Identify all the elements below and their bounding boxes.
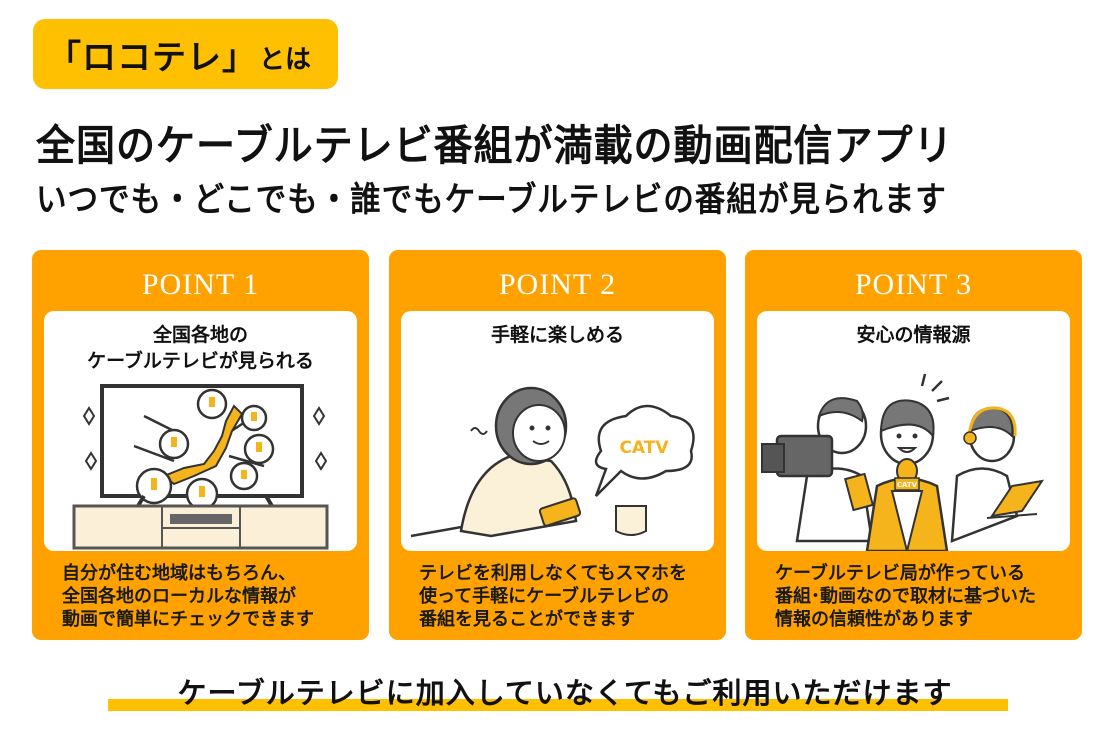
point-card-1: POINT 1 全国各地の ケーブルテレビが見られる — [32, 250, 369, 640]
footer-highlight — [108, 699, 1008, 711]
point-label: POINT 2 — [498, 268, 617, 301]
point-description: ケーブルテレビ局が作っている 番組･動画なので取材に基づいた 情報の信頼性があり… — [775, 563, 1036, 630]
point-panel: 安心の情報源 CATV — [757, 311, 1070, 551]
point-title: 安心の情報源 — [856, 324, 971, 346]
point-card-2: POINT 2 手軽に楽しめる CATV テレビを利用しなくてもスマホを 使って… — [389, 250, 726, 640]
footer-note: ケーブルテレビに加入していなくてもご利用いただけます — [177, 676, 953, 710]
mic-label: CATV — [897, 481, 918, 489]
badge-suffix: とは — [259, 44, 312, 75]
point-description: テレビを利用しなくてもスマホを 使って手軽にケーブルテレビの 番組を見ることがで… — [419, 563, 688, 630]
point-card-3: POINT 3 安心の情報源 CATV — [745, 250, 1082, 640]
intro-badge: 「ロコテレ」 とは — [33, 19, 338, 89]
news-crew-icon: CATV — [761, 373, 1045, 551]
page-headline: 全国のケーブルテレビ番組が満載の動画配信アプリ — [36, 121, 954, 170]
app-name: 「ロコテレ」 — [47, 37, 257, 78]
point-title: 手軽に楽しめる — [490, 324, 624, 346]
woman-smartphone-icon: CATV — [410, 386, 695, 538]
point-label: POINT 3 — [854, 268, 973, 301]
point-label: POINT 1 — [141, 268, 260, 301]
point-title: 全国各地の ケーブルテレビが見られる — [87, 324, 314, 372]
point-panel: 全国各地の ケーブルテレビが見られる — [44, 311, 357, 551]
point-description: 自分が住む地域はもちろん、 全国各地のローカルな情報が 動画で簡単にチェックでき… — [62, 563, 314, 630]
tv-japan-map-icon — [72, 384, 329, 550]
catv-bubble-text: CATV — [619, 438, 669, 458]
page-subheadline: いつでも・どこでも・誰でもケーブルテレビの番組が見られます — [36, 180, 947, 220]
point-panel: 手軽に楽しめる CATV — [401, 311, 714, 551]
